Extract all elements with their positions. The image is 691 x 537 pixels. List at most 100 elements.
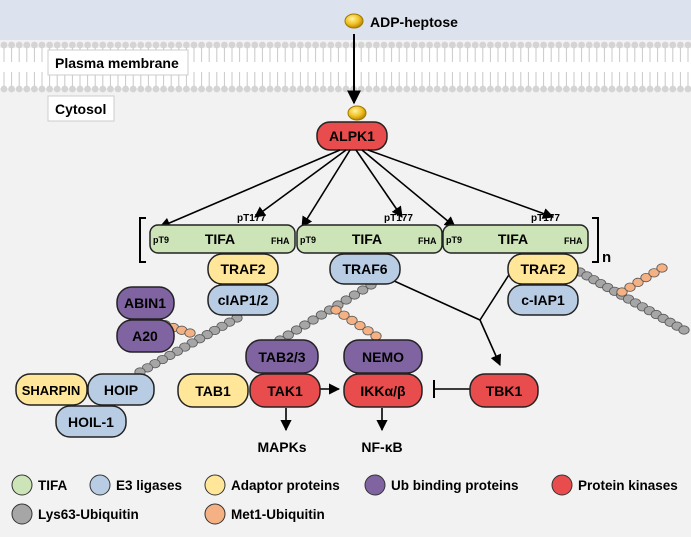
tifa-1-name: TIFA bbox=[205, 231, 235, 247]
lipid-head bbox=[129, 85, 137, 93]
lipid-head bbox=[76, 41, 84, 49]
lipid-head bbox=[563, 41, 570, 49]
lipid-head bbox=[281, 85, 289, 93]
lipid-head bbox=[335, 85, 342, 93]
tifa-3-fha: FHA bbox=[564, 236, 583, 246]
a20-label: A20 bbox=[132, 328, 158, 344]
lipid-head bbox=[411, 85, 418, 93]
lipid-head bbox=[395, 41, 403, 49]
lipid-head bbox=[509, 85, 517, 93]
lipid-head bbox=[190, 85, 198, 93]
lipid-head bbox=[228, 41, 236, 49]
lipid-head bbox=[243, 41, 251, 49]
arrow-alpk1-tifa1-pt9 bbox=[158, 149, 341, 229]
lipid-head bbox=[639, 85, 646, 93]
sharpin-node bbox=[15, 373, 88, 406]
lipid-head bbox=[274, 41, 281, 49]
lipid-head bbox=[464, 85, 471, 93]
lipid-head bbox=[684, 85, 691, 93]
met1-ubiquitin bbox=[184, 328, 196, 338]
met1-ubiquitin bbox=[362, 326, 374, 336]
lipid-head bbox=[479, 41, 487, 49]
tifa-2-pt9: pT9 bbox=[300, 235, 316, 245]
lipid-head bbox=[61, 85, 69, 93]
lipid-head bbox=[297, 85, 304, 93]
lipid-head bbox=[152, 85, 160, 93]
lipid-head bbox=[8, 41, 16, 49]
traf6-label: TRAF6 bbox=[342, 261, 387, 277]
tab1-node bbox=[177, 373, 249, 408]
lipid-head bbox=[213, 85, 221, 93]
lipid-head bbox=[601, 41, 608, 49]
tifa-unit-3: pT9 TIFA FHA pT177 bbox=[442, 213, 589, 254]
a20-node bbox=[116, 319, 175, 353]
lipid-head bbox=[646, 41, 654, 49]
ikk-node bbox=[343, 373, 423, 408]
met1-ubiquitin bbox=[656, 263, 668, 273]
traf2-node-2 bbox=[507, 253, 579, 285]
lipid-head bbox=[175, 41, 183, 49]
lipid-head bbox=[69, 85, 76, 93]
traf6-node bbox=[329, 253, 401, 285]
lipid-head bbox=[312, 41, 319, 49]
lipid-head bbox=[205, 41, 213, 49]
lipid-head bbox=[578, 41, 585, 49]
membrane-label-box bbox=[47, 49, 189, 76]
hoil1-node bbox=[55, 405, 127, 438]
lipid-head bbox=[585, 41, 593, 49]
lipid-head bbox=[395, 85, 403, 93]
lipid-head bbox=[661, 85, 669, 93]
lipid-head bbox=[403, 41, 411, 49]
lipid-head bbox=[631, 85, 639, 93]
abin1-label: ABIN1 bbox=[124, 295, 166, 311]
lipid-head bbox=[289, 85, 297, 93]
tifa-1-pt9: pT9 bbox=[153, 235, 169, 245]
ciap12-node bbox=[207, 284, 279, 316]
lipid-head bbox=[46, 41, 53, 49]
lipid-head bbox=[601, 85, 608, 93]
tifa-node-2 bbox=[296, 224, 443, 254]
lipid-head bbox=[555, 85, 563, 93]
lipid-head bbox=[274, 85, 281, 93]
tak1-node bbox=[249, 373, 321, 408]
lipid-head bbox=[152, 41, 160, 49]
lipid-head bbox=[304, 41, 312, 49]
lys63-ubiquitin bbox=[348, 290, 361, 300]
legend-swatch-ub-binding bbox=[364, 474, 386, 496]
lipid-head bbox=[251, 41, 259, 49]
lipid-head bbox=[327, 85, 335, 93]
lipid-head bbox=[107, 85, 114, 93]
lipid-head bbox=[137, 85, 145, 93]
lipid-head bbox=[23, 41, 31, 49]
lipid-head bbox=[608, 85, 616, 93]
lipid-head bbox=[228, 85, 236, 93]
lipid-head bbox=[509, 41, 517, 49]
lipid-head bbox=[327, 41, 335, 49]
legend-swatch-adaptor bbox=[204, 474, 226, 496]
nfkb-output: NF-κB bbox=[361, 439, 402, 455]
tifa-unit-2: pT9 TIFA FHA pT177 bbox=[296, 213, 443, 254]
lipid-head bbox=[266, 85, 274, 93]
lipid-head bbox=[365, 41, 373, 49]
lipid-head bbox=[38, 41, 46, 49]
lipid-head bbox=[183, 41, 190, 49]
lipid-head bbox=[31, 85, 38, 93]
lipid-head bbox=[53, 85, 61, 93]
lipid-head bbox=[456, 41, 464, 49]
lipid-head bbox=[281, 41, 289, 49]
lipid-head bbox=[114, 85, 122, 93]
lys63-ubiquitin bbox=[299, 320, 311, 330]
lipid-head bbox=[357, 85, 365, 93]
met1-ubiquitin bbox=[640, 272, 652, 283]
lipid-head bbox=[198, 85, 206, 93]
lipid-head bbox=[167, 85, 175, 93]
lipid-head bbox=[677, 41, 684, 49]
lipid-head bbox=[373, 41, 380, 49]
tifa-2-pt177: pT177 bbox=[384, 213, 413, 224]
tifa-2-fha: FHA bbox=[418, 236, 437, 246]
lipid-head bbox=[76, 85, 84, 93]
lipid-head bbox=[380, 41, 388, 49]
lipid-head bbox=[221, 85, 228, 93]
tifa-3-pt177: pT177 bbox=[531, 213, 560, 224]
